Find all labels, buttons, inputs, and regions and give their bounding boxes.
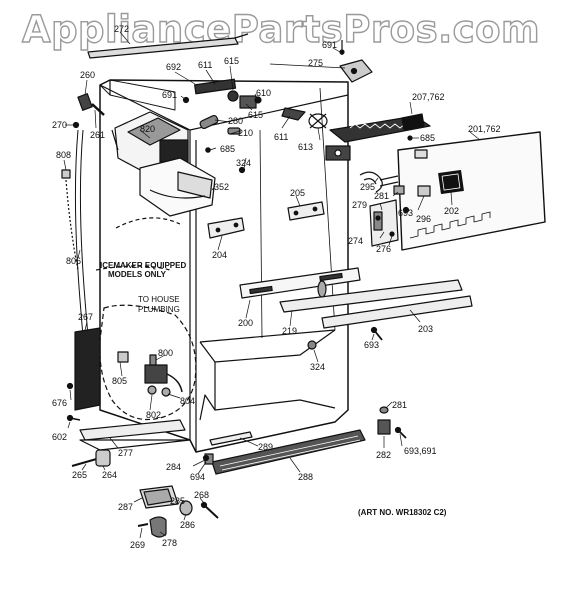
part-label: 805: [112, 376, 127, 386]
part-label: 288: [298, 472, 313, 482]
part-label: 265: [72, 470, 87, 480]
part-label: 280: [228, 116, 243, 126]
icemaker-note-line2: MODELS ONLY: [108, 270, 167, 279]
part-label: 203: [418, 324, 433, 334]
leveling-parts: [137, 485, 219, 538]
part-label: 611: [274, 132, 288, 142]
part-label: 204: [212, 250, 227, 260]
part-label: 276: [376, 244, 391, 254]
part-label: 270: [52, 120, 67, 130]
part-label: 611: [198, 60, 212, 70]
part-label: 820: [140, 124, 155, 134]
part-label: 264: [102, 470, 117, 480]
control-housing: [325, 113, 431, 161]
part-label: 693: [398, 208, 413, 218]
part-label: 275: [308, 58, 323, 68]
part-label: 694: [190, 472, 205, 482]
part-labels: 272 691 275 260 692 611 615 610 691 615 …: [52, 24, 501, 550]
part-label: 691: [162, 90, 177, 100]
roller-assembly: [71, 449, 111, 467]
leader-lines: [63, 31, 481, 539]
part-label: 286: [180, 520, 195, 530]
part-label: 352: [214, 182, 229, 192]
part-label: 808: [56, 150, 71, 160]
part-label: 207,762: [412, 92, 445, 102]
part-label: 676: [52, 398, 67, 408]
toe-grille: [204, 429, 366, 475]
part-label: 693: [364, 340, 379, 350]
part-label: 278: [162, 538, 177, 548]
icemaker-dashed-zone: [95, 217, 197, 421]
part-label: 200: [238, 318, 253, 328]
top-hinge: [339, 40, 373, 83]
part-label: 268: [194, 490, 209, 500]
part-label: 267: [78, 312, 93, 322]
part-label: 289: [258, 442, 273, 452]
plumbing-note-line2: PLUMBING: [138, 305, 180, 314]
part-label: 205: [290, 188, 305, 198]
part-label: 210: [238, 128, 253, 138]
part-label: 615: [248, 110, 263, 120]
watermark: AppliancePartsPros.com: [21, 7, 541, 51]
defrost-components: [359, 171, 410, 247]
fan-motor-assembly: [182, 78, 328, 135]
part-label: 800: [158, 348, 173, 358]
part-label: 260: [80, 70, 95, 80]
part-label: 277: [118, 448, 133, 458]
part-label: 324: [236, 158, 251, 168]
part-label: 287: [118, 502, 133, 512]
part-label: 269: [130, 540, 145, 550]
water-valve: [117, 351, 183, 397]
part-label: 685: [420, 133, 435, 143]
part-label: 693,691: [404, 446, 437, 456]
icemaker-assembly: [111, 111, 216, 217]
part-label: 691: [322, 40, 337, 50]
fasteners: [66, 121, 407, 462]
bottom-bracket: [79, 419, 191, 451]
art-number: (ART NO. WR18302 C2): [358, 508, 447, 517]
access-panel: [74, 327, 101, 411]
part-label: 685: [220, 144, 235, 154]
part-label: 201,762: [468, 124, 501, 134]
part-label: 261: [90, 130, 105, 140]
part-label: 219: [282, 326, 297, 336]
part-label: 602: [52, 432, 67, 442]
part-label: 324: [310, 362, 325, 372]
part-label: 202: [444, 206, 459, 216]
plumbing-note-line1: TO HOUSE: [138, 295, 180, 304]
part-label: 284: [166, 462, 181, 472]
part-label: 296: [416, 214, 431, 224]
part-label: 613: [298, 142, 313, 152]
top-trim-strip: [87, 33, 249, 59]
part-label: 610: [256, 88, 271, 98]
part-label: 692: [166, 62, 181, 72]
mullion-crossbars: [239, 267, 473, 329]
part-label: 281: [392, 400, 407, 410]
part-label: 802: [146, 410, 161, 420]
part-label: 615: [224, 56, 239, 66]
shelf-brackets: [207, 201, 325, 239]
part-label: 806: [66, 256, 81, 266]
part-label: 272: [114, 24, 129, 34]
control-panel-board: [397, 131, 546, 251]
part-label: 285: [170, 496, 185, 506]
part-label: 281: [374, 191, 389, 201]
part-label: 274: [348, 236, 363, 246]
part-label: 279: [352, 200, 367, 210]
icemaker-note-line1: ICEMAKER EQUIPPED: [100, 261, 186, 270]
part-label: 282: [376, 450, 391, 460]
part-label: 295: [360, 182, 375, 192]
part-label: 804: [180, 396, 195, 406]
